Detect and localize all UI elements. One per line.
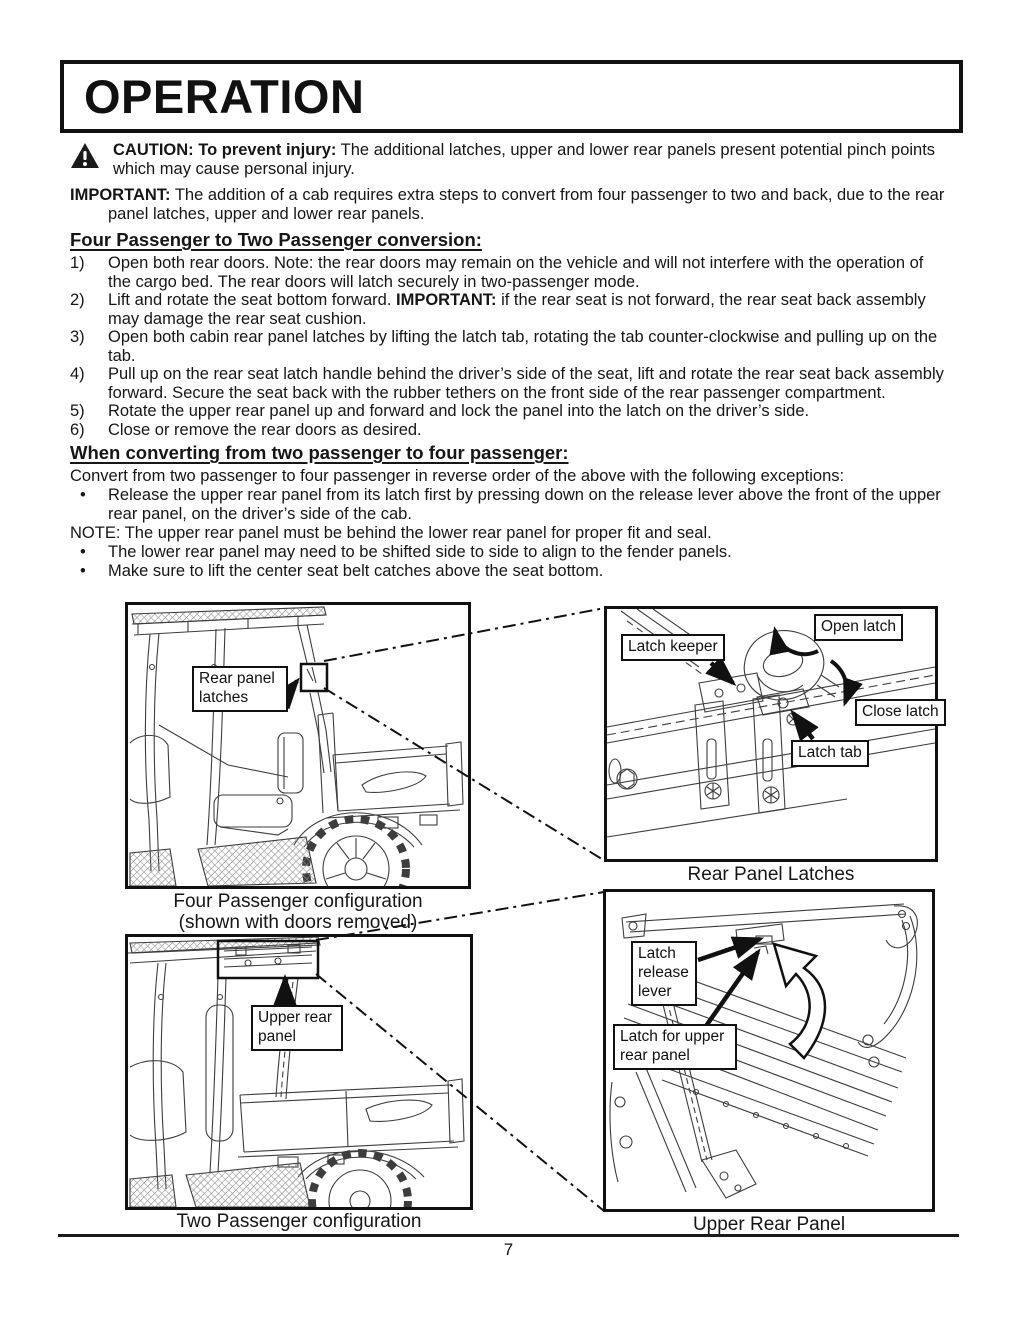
rear-panel-latches-drawing xyxy=(607,609,935,838)
bullet-item-3: • Make sure to lift the center seat belt… xyxy=(70,562,948,581)
label-rear-panel-latches: Rear panel latches xyxy=(192,666,288,712)
figure-four-passenger: Rear panel latches xyxy=(125,602,471,889)
list-number: 6) xyxy=(70,420,85,439)
body-text: CAUTION: To prevent injury: The addition… xyxy=(70,141,948,581)
list-number: 2) xyxy=(70,291,85,309)
bullet-glyph: • xyxy=(80,486,86,504)
label-latch-for-upper-rear-panel: Latch for upper rear panel xyxy=(613,1024,737,1070)
list-item-5: 5) Rotate the upper rear panel up and fo… xyxy=(70,402,810,420)
caption-four-passenger: Four Passenger configuration (shown with… xyxy=(173,891,423,933)
caption-two-passenger: Two Passenger configuration xyxy=(176,1211,422,1232)
latch-for-upper-rear-panel-arrow xyxy=(704,948,761,1028)
latch-keeper-arrow xyxy=(705,656,737,687)
caption-rear-panel-latches: Rear Panel Latches xyxy=(687,864,855,885)
caution-block: CAUTION: To prevent injury: The addition… xyxy=(70,141,948,179)
list-item-6: 6) Close or remove the rear doors as des… xyxy=(70,420,422,439)
upper-rear-panel-highlight xyxy=(216,939,320,980)
footer-rule xyxy=(58,1234,959,1237)
list-number: 3) xyxy=(70,328,85,346)
close-latch-arrow xyxy=(829,659,863,707)
label-latch-keeper: Latch keeper xyxy=(621,634,725,661)
label-latch-tab: Latch tab xyxy=(791,740,869,767)
latch-tab-arrow xyxy=(790,709,819,742)
important-note: IMPORTANT: The addition of a cab require… xyxy=(70,186,945,223)
page-title-box: OPERATION xyxy=(60,60,963,133)
caution-text: CAUTION: To prevent injury: The addition… xyxy=(113,141,936,178)
list-item-3: 3) Open both cabin rear panel latches by… xyxy=(70,328,938,365)
figure-two-passenger: Upper rear panel xyxy=(125,934,473,1210)
bullet-item-2: • The lower rear panel may need to be sh… xyxy=(70,543,948,562)
rear-panel-latch-highlight xyxy=(299,662,329,693)
latch-release-lever-arrow xyxy=(697,936,765,963)
two-passenger-drawing xyxy=(128,937,465,1207)
list-number: 5) xyxy=(70,402,85,420)
four-passenger-drawing xyxy=(129,606,464,886)
figure-upper-rear-panel: Latch release lever Latch for upper rear… xyxy=(603,889,935,1212)
label-upper-rear-panel: Upper rear panel xyxy=(251,1005,343,1051)
label-open-latch: Open latch xyxy=(814,614,903,641)
section-heading-two-to-four: When converting from two passenger to fo… xyxy=(70,442,569,463)
list-number: 4) xyxy=(70,365,85,383)
page-number: 7 xyxy=(503,1240,514,1259)
list-item-2: 2) Lift and rotate the seat bottom forwa… xyxy=(70,291,926,328)
bullet-item-1: • Release the upper rear panel from its … xyxy=(70,486,948,524)
open-latch-arrow xyxy=(769,626,819,657)
bullet-glyph: • xyxy=(80,562,86,580)
list-number: 1) xyxy=(70,254,85,272)
list-item-4: 4) Pull up on the rear seat latch handle… xyxy=(70,365,944,402)
warning-triangle-icon xyxy=(70,141,100,179)
list-item-1: 1) Open both rear doors. Note: the rear … xyxy=(70,254,924,291)
page-title: OPERATION xyxy=(84,70,365,123)
figure-rear-panel-latches: Latch keeper Open latch Close latch Latc… xyxy=(604,606,946,862)
label-close-latch: Close latch xyxy=(855,699,946,726)
section-heading-four-to-two: Four Passenger to Two Passenger conversi… xyxy=(70,229,482,250)
caption-upper-rear-panel: Upper Rear Panel xyxy=(692,1214,846,1235)
rotate-panel-curved-arrow xyxy=(772,942,827,1060)
label-latch-release-lever: Latch release lever xyxy=(631,941,697,1006)
note-line: NOTE: The upper rear panel must be behin… xyxy=(70,524,712,542)
section-intro: Convert from two passenger to four passe… xyxy=(70,467,845,485)
bullet-glyph: • xyxy=(80,543,86,561)
